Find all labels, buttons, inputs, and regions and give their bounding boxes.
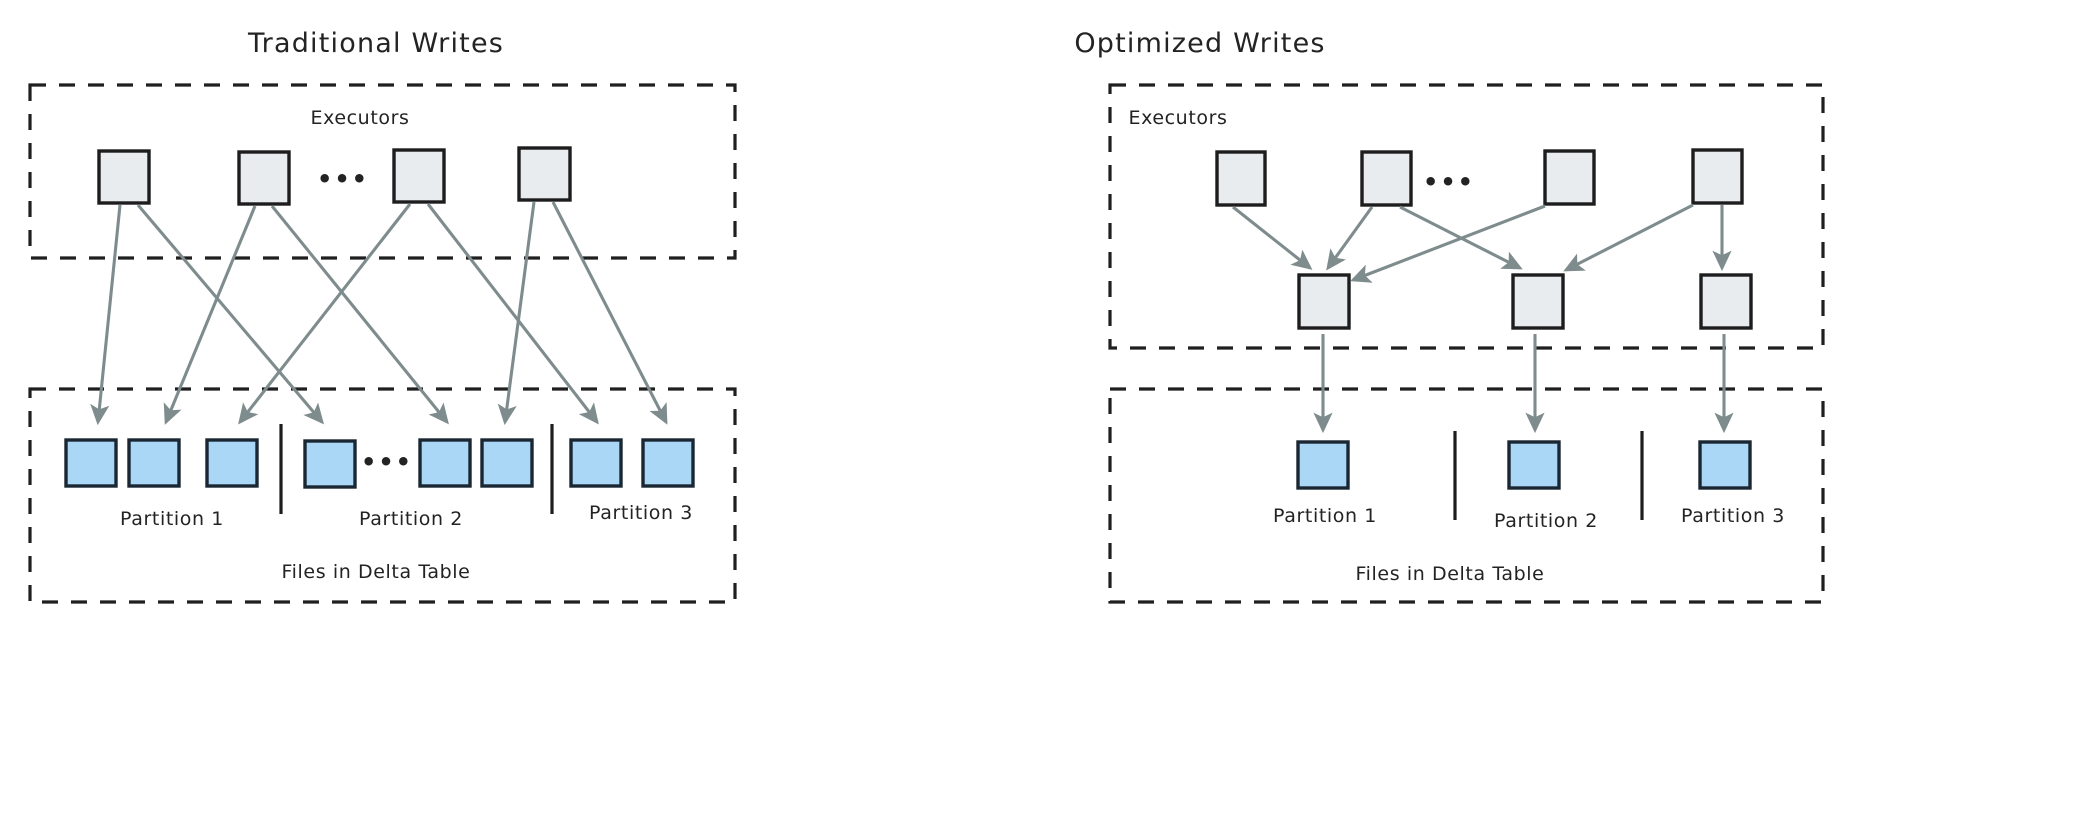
file-box[interactable]: [303, 439, 357, 489]
file-box[interactable]: [205, 438, 259, 488]
flow-arrow: [90, 204, 122, 426]
files-group-box-optimized: [1108, 387, 1825, 604]
file-box[interactable]: [1507, 440, 1561, 490]
files-group-box-traditional: [28, 387, 737, 604]
panel-title-optimized: Optimized Writes: [1074, 28, 1325, 59]
shuffle-node[interactable]: [1511, 273, 1565, 330]
flow-arrow: [270, 205, 449, 425]
partition-label: Partition 2: [1494, 510, 1598, 532]
flow-arrow: [426, 203, 599, 425]
partition-label: Partition 3: [1681, 505, 1785, 527]
file-box[interactable]: [1698, 440, 1752, 490]
flow-arrow: [163, 205, 257, 425]
file-box[interactable]: [641, 438, 695, 488]
partition-label: Partition 2: [359, 508, 463, 530]
executor-node[interactable]: [1215, 150, 1267, 207]
panel-traditional: Traditional Writes Executors ••• Files i…: [28, 28, 737, 604]
file-box[interactable]: [64, 438, 118, 488]
executors-group-box-optimized: [1108, 83, 1825, 350]
executors-group-box-traditional: [28, 83, 737, 260]
panel-title-traditional: Traditional Writes: [247, 28, 504, 59]
executor-node[interactable]: [1691, 148, 1744, 205]
file-box[interactable]: [127, 438, 181, 488]
flow-arrow: [238, 203, 412, 425]
files-ellipsis-traditional: •••: [361, 448, 413, 476]
shuffle-arrow: [1232, 205, 1313, 270]
partition-label: Partition 1: [1273, 505, 1377, 527]
flow-arrow: [551, 201, 668, 425]
executor-node[interactable]: [1360, 150, 1413, 207]
files-group-label-traditional: Files in Delta Table: [282, 561, 471, 583]
partition-label: Partition 1: [120, 508, 224, 530]
executor-node[interactable]: [1543, 149, 1596, 206]
shuffle-arrow: [1326, 206, 1374, 271]
executors-ellipsis-optimized: •••: [1423, 168, 1475, 196]
shuffle-node[interactable]: [1699, 273, 1753, 330]
executors-group-label-optimized: Executors: [1128, 107, 1227, 129]
executor-node[interactable]: [97, 149, 151, 205]
shuffle-node[interactable]: [1297, 273, 1351, 330]
flow-arrow: [136, 203, 325, 425]
panel-optimized: Optimized Writes Executors ••• Files in …: [1074, 28, 1825, 604]
shuffle-arrow: [1350, 204, 1546, 283]
shuffle-arrow: [1563, 203, 1694, 272]
flow-arrow: [497, 201, 536, 426]
executors-group-label-traditional: Executors: [310, 107, 409, 129]
partition-label: Partition 3: [589, 502, 693, 524]
executors-ellipsis-traditional: •••: [317, 165, 369, 193]
executor-node[interactable]: [392, 148, 446, 204]
executor-node[interactable]: [517, 146, 572, 202]
file-box[interactable]: [418, 438, 472, 488]
file-box[interactable]: [1296, 440, 1350, 490]
file-box[interactable]: [569, 438, 623, 488]
file-box[interactable]: [480, 438, 534, 488]
executor-node[interactable]: [237, 150, 291, 206]
files-group-label-optimized: Files in Delta Table: [1356, 563, 1545, 585]
